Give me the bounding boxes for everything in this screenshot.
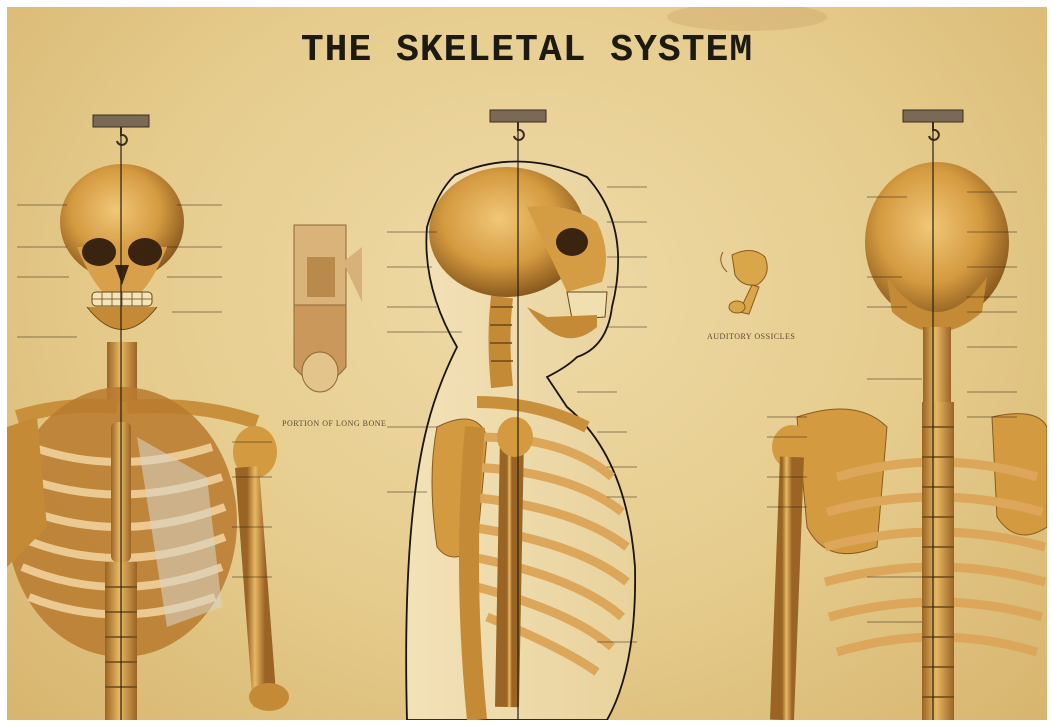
posterior-skeleton: [772, 162, 1047, 720]
paper-stain: [667, 7, 827, 31]
auditory-ossicles-inset: [721, 250, 767, 314]
poster-title: THE SKELETAL SYSTEM: [7, 29, 1047, 72]
long-bone-inset: [294, 225, 362, 392]
anatomy-poster: THE SKELETAL SYSTEM PORTION OF LONG BONE…: [7, 7, 1047, 720]
hanging-hooks: [93, 110, 963, 145]
long-bone-caption: PORTION OF LONG BONE: [282, 419, 386, 428]
ossicles-caption: AUDITORY OSSICLES: [707, 332, 795, 341]
poster-illustration: [7, 7, 1047, 720]
lateral-skeleton: [406, 161, 635, 720]
